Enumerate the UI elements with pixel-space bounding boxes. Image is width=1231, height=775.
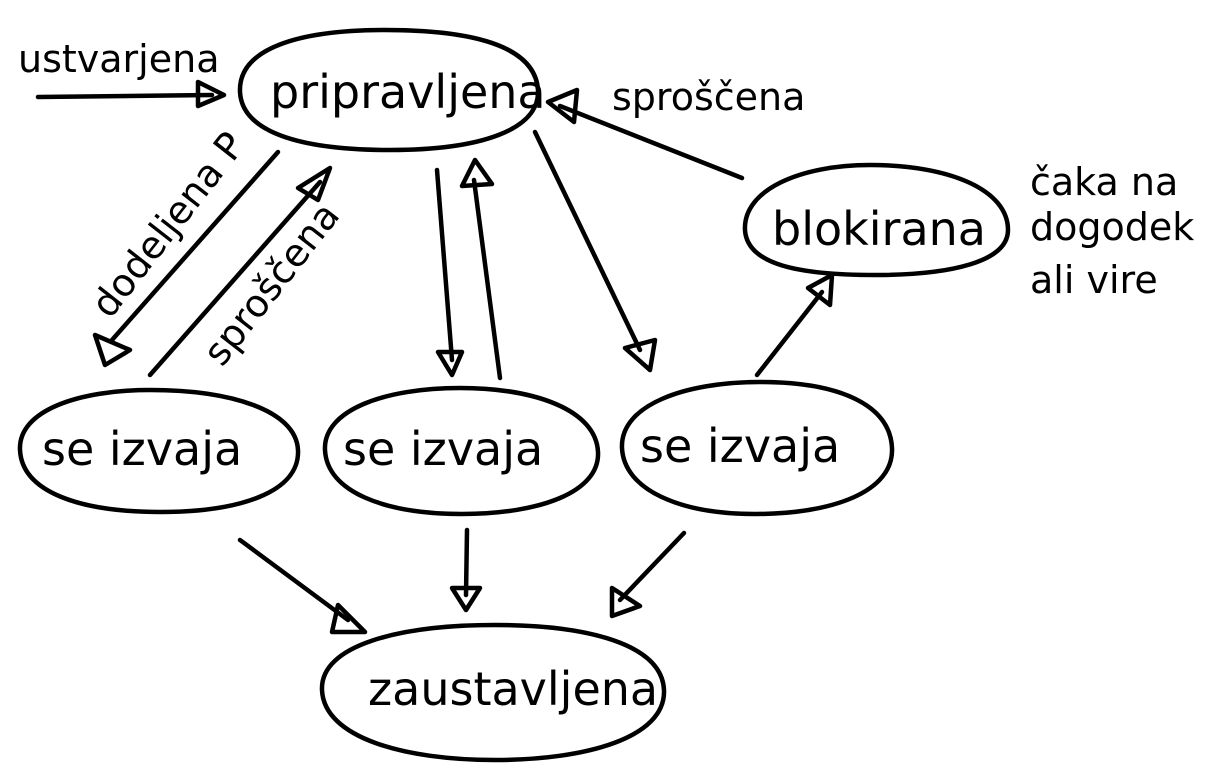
node-ready-label: pripravljena	[270, 65, 546, 119]
blocked-note-line-2: dogodek	[1030, 205, 1194, 249]
edge-run3-to-stopped	[609, 530, 687, 619]
edge-run2-to-ready	[459, 157, 503, 381]
node-running-1: se izvaja	[17, 387, 301, 515]
edge-ready-to-run3-arrowhead	[622, 337, 658, 373]
edge-assigned-label: dodeljena P	[82, 124, 253, 326]
edge-run2-to-ready-arrowhead	[459, 157, 495, 189]
edge-run3-to-blocked-line	[754, 289, 825, 378]
edge-released-blocked-label: sproščena	[612, 75, 805, 119]
node-running-3-ellipse	[619, 379, 895, 517]
node-ready: pripravljena	[237, 27, 546, 153]
node-running-1-ellipse	[17, 387, 301, 515]
node-blocked: blokirana	[742, 162, 1011, 278]
node-running-2-ellipse	[322, 385, 601, 517]
node-running-3-label: se izvaja	[640, 419, 840, 473]
edge-released-left-line	[147, 179, 323, 378]
node-running-1-label: se izvaja	[42, 422, 242, 476]
edge-run2-to-ready-line	[471, 177, 503, 381]
node-stopped: zaustavljena	[319, 622, 667, 763]
edge-created: ustvarjena	[18, 37, 227, 109]
node-blocked-ellipse	[742, 162, 1011, 278]
edge-assigned-line	[109, 149, 281, 343]
edge-created-label: ustvarjena	[18, 37, 220, 81]
edge-ready-to-run3-line	[532, 129, 643, 353]
edge-released-left-arrowhead	[295, 165, 333, 203]
blocked-note: čaka na dogodek ali vire	[1030, 160, 1194, 302]
node-running-2-label: se izvaja	[343, 422, 543, 476]
node-running-2: se izvaja	[322, 385, 601, 517]
edge-ready-to-run2-arrowhead	[435, 349, 465, 378]
edge-run3-to-stopped-arrowhead	[609, 585, 643, 619]
edge-ready-to-run2	[434, 167, 465, 378]
edge-created-line	[35, 92, 215, 100]
blocked-note-line-3: ali vire	[1030, 258, 1158, 302]
edge-released-blocked: sproščena	[545, 75, 805, 181]
node-stopped-ellipse	[319, 622, 667, 763]
edge-run1-to-stopped-line	[237, 537, 351, 623]
node-blocked-label: blokirana	[772, 202, 986, 256]
edge-created-arrowhead	[195, 79, 227, 109]
node-running-3: se izvaja	[619, 379, 895, 517]
edge-run2-to-stopped	[449, 527, 483, 613]
edge-run1-to-stopped-arrowhead	[329, 602, 368, 635]
edge-ready-to-run3	[532, 129, 658, 373]
edge-run3-to-blocked-arrowhead	[805, 272, 835, 308]
edge-ready-to-run2-line	[434, 167, 455, 363]
edge-run2-to-stopped-line	[463, 527, 470, 598]
edge-run2-to-stopped-arrowhead	[449, 585, 483, 613]
edge-assigned-arrowhead	[92, 332, 133, 368]
node-stopped-label: zaustavljena	[368, 662, 658, 716]
edge-run1-to-stopped	[237, 537, 368, 635]
blocked-note-line-1: čaka na	[1030, 160, 1178, 204]
node-ready-ellipse	[237, 27, 541, 153]
edge-released-blocked-arrowhead	[545, 87, 580, 125]
edge-released-blocked-line	[557, 103, 745, 181]
edge-run3-to-stopped-line	[617, 530, 687, 603]
edge-run3-to-blocked	[754, 272, 835, 378]
